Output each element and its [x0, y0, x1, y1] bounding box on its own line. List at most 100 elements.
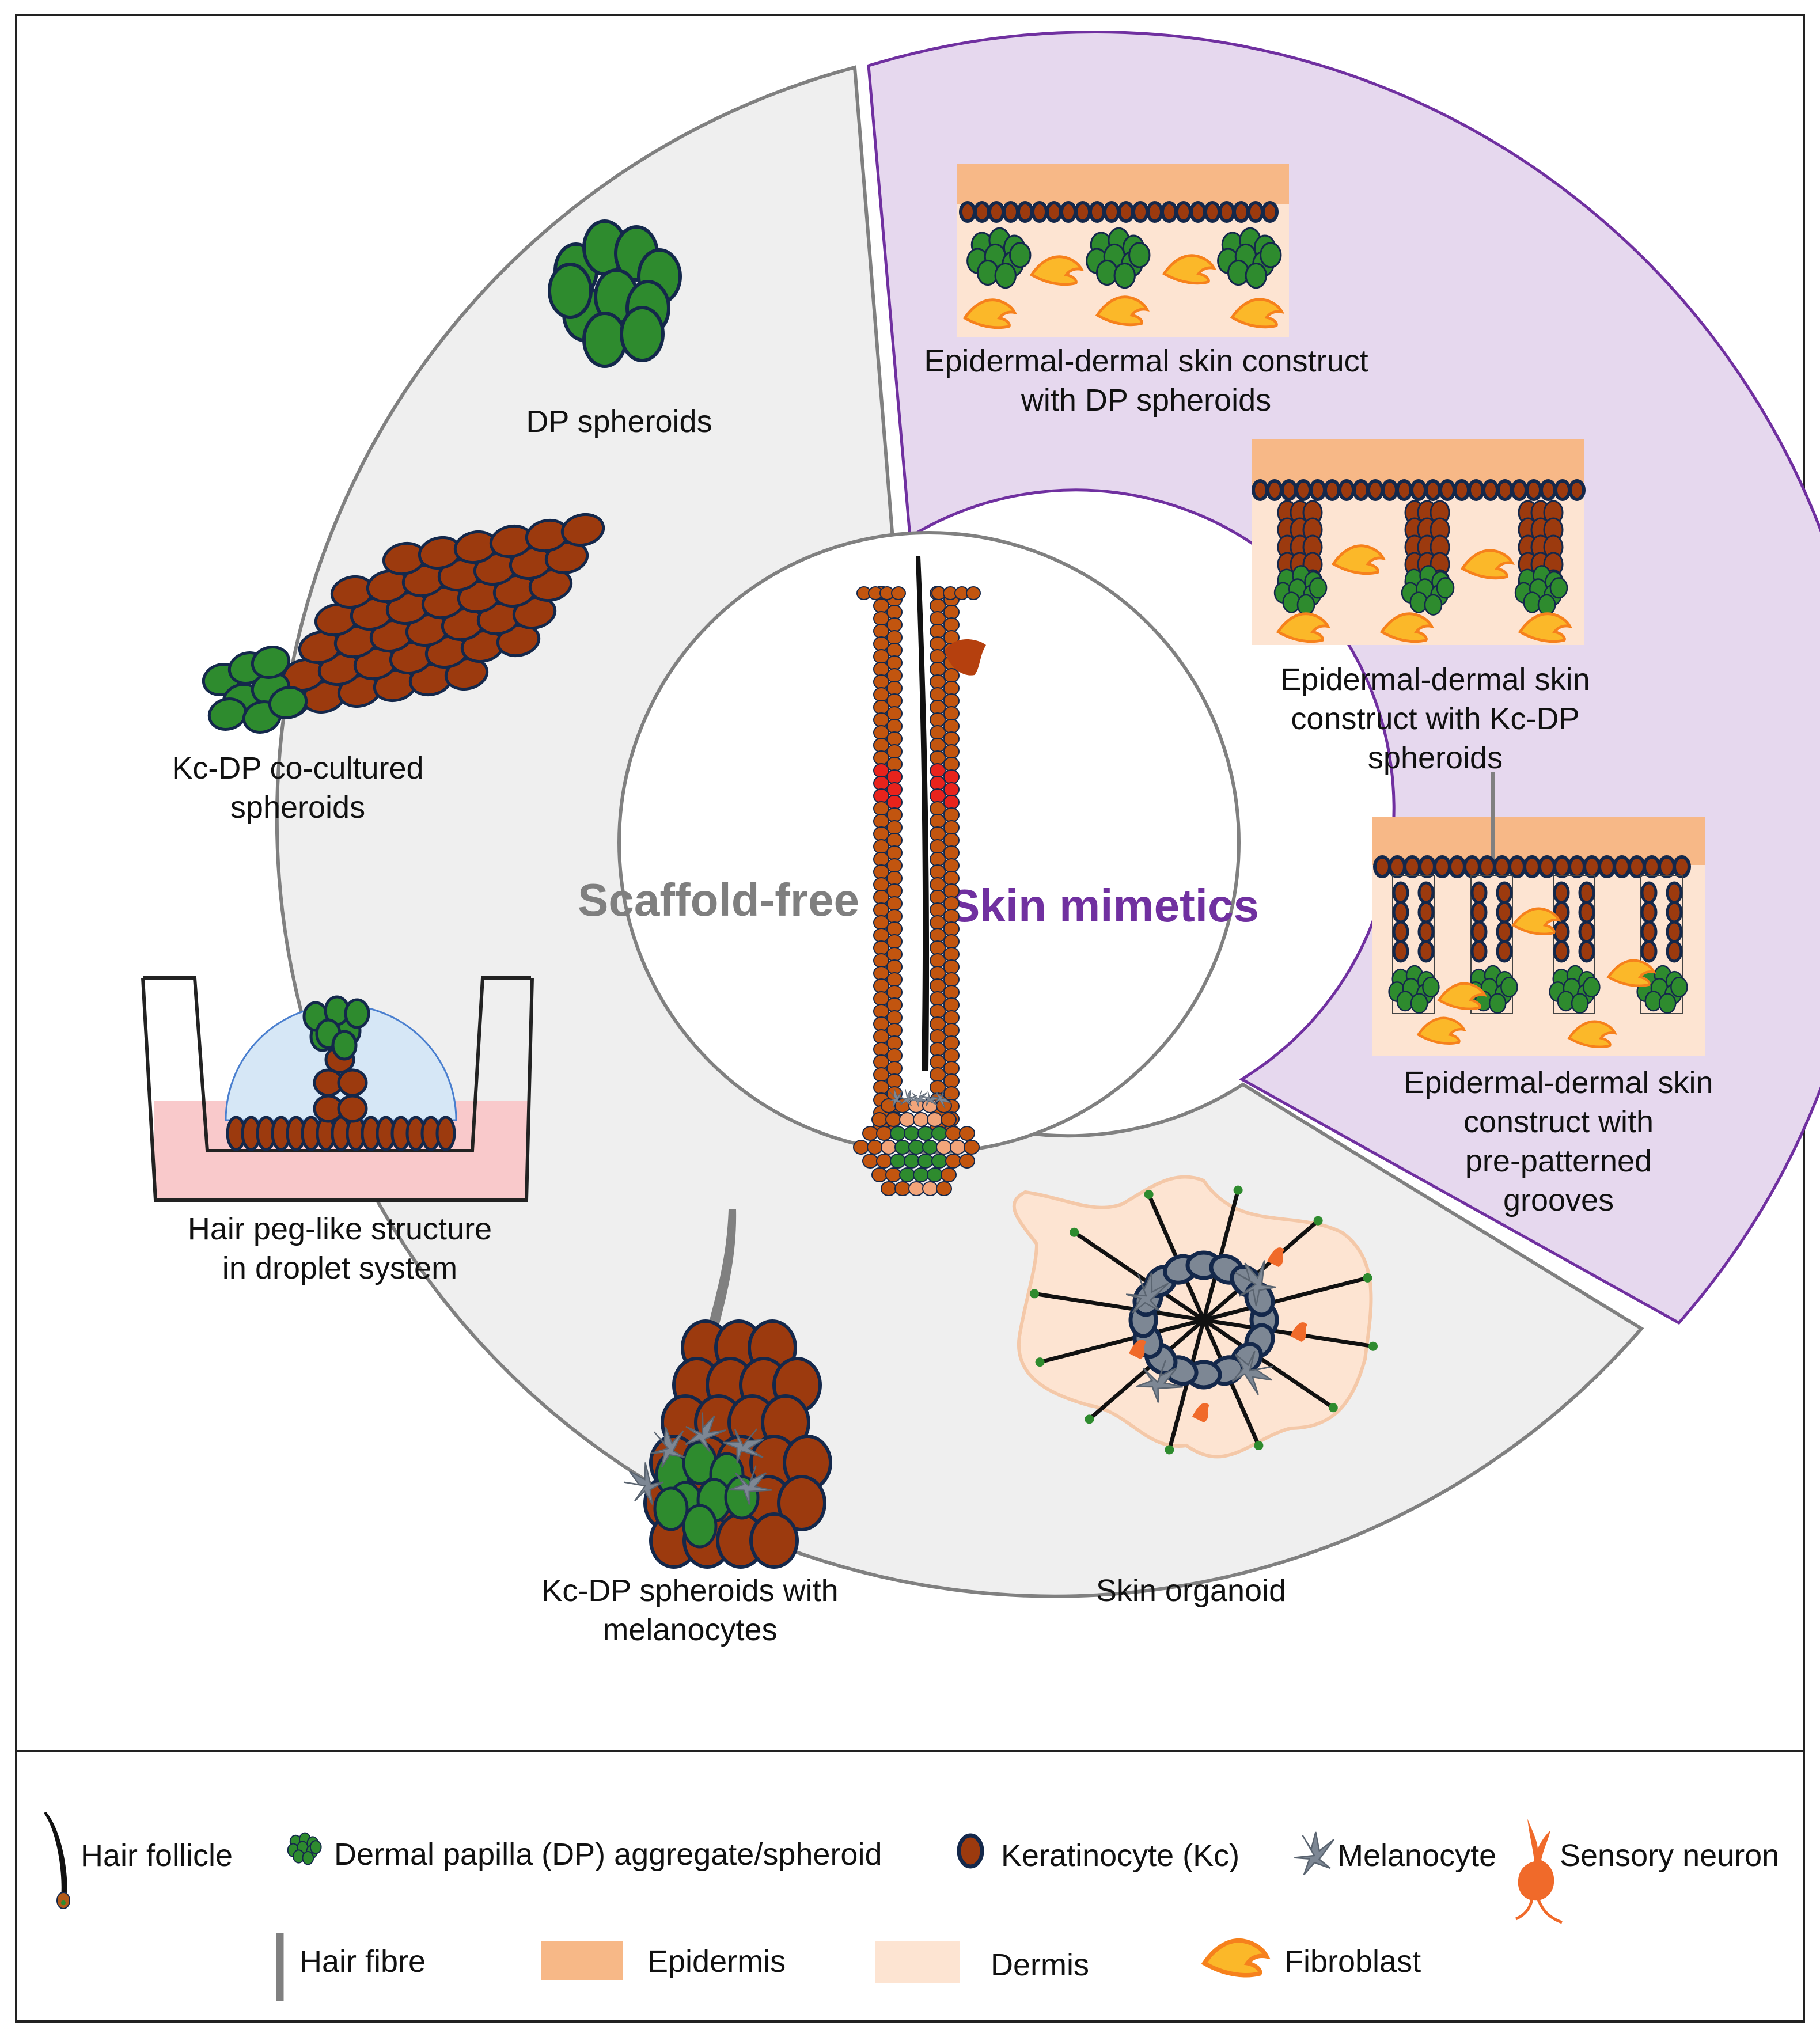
construct2-keratinocyte	[1424, 479, 1442, 501]
follicle-cell-left-inner	[886, 820, 903, 835]
kc-dp-dp-cell	[268, 686, 308, 719]
construct3-keratinocyte	[1448, 855, 1466, 878]
follicle-bulb-cell	[862, 1154, 878, 1169]
construct-grooves-illustration	[1372, 772, 1705, 1056]
follicle-cell-right	[943, 858, 960, 873]
construct3-dp-spheroid-cell	[1571, 993, 1589, 1014]
follicle-cell-left	[873, 649, 889, 664]
follicle-cell-left-inner	[886, 807, 903, 822]
construct1-dp-spheroid-cell	[1245, 262, 1267, 289]
follicle-cell-left	[873, 750, 889, 765]
legend-dp-cell-cell	[302, 1851, 314, 1865]
follicle-cell-right	[943, 1010, 960, 1025]
follicle-cell-left-inner	[886, 744, 903, 759]
organoid-dp-tip	[1035, 1357, 1045, 1367]
legend: Hair follicle Dermal papilla (DP) aggreg…	[44, 1812, 1779, 2001]
follicle-cell-right-inner	[930, 978, 946, 993]
organoid-melanocyte	[1234, 1260, 1276, 1307]
follicle-cell-left	[873, 738, 889, 753]
follicle-cell-right	[943, 833, 960, 848]
construct2-keratinocyte	[1396, 479, 1413, 501]
organoid-melanocyte-body	[1136, 1360, 1183, 1403]
construct1-keratinocyte	[1161, 201, 1178, 223]
construct1-dp-spheroid-cell	[1260, 242, 1282, 268]
construct3-groove-keratinocyte	[1496, 920, 1513, 943]
organoid-dp-tip	[1328, 1403, 1338, 1413]
construct3-groove-keratinocyte	[1392, 901, 1409, 924]
follicle-bulb-cell	[853, 1140, 869, 1155]
construct3-keratinocyte	[1628, 855, 1646, 878]
construct1-keratinocyte	[1146, 201, 1163, 223]
legend-dp-label: Dermal papilla (DP) aggregate/spheroid	[334, 1837, 882, 1872]
follicle-cell-left	[873, 814, 889, 829]
follicle-dp-cell	[931, 1154, 947, 1169]
follicle-cell-left	[873, 864, 889, 879]
hairpeg-base-keratinocyte	[435, 1116, 456, 1151]
follicle-cell-right-inner	[930, 953, 946, 968]
follicle-bulb-cell	[894, 1181, 911, 1196]
follicle-cell-right-inner	[930, 611, 946, 626]
construct-kc-dp-illustration	[1252, 439, 1586, 645]
construct2-dp-spheroid-cell	[1296, 594, 1315, 616]
legend-fibroblast-icon	[1204, 1941, 1267, 1975]
follicle-bulb-cell	[913, 1112, 929, 1127]
follicle-bulb-cell	[908, 1181, 924, 1196]
melsph-dp-cell	[653, 1486, 689, 1531]
legend-hair-follicle-label: Hair follicle	[81, 1838, 233, 1873]
construct2-keratinocyte	[1511, 479, 1528, 501]
construct1-keratinocyte	[1233, 201, 1250, 223]
construct-grooves-label-line1: Epidermal-dermal skin	[1404, 1065, 1713, 1100]
skin-mimetics-label: Skin mimetics	[949, 880, 1259, 931]
follicle-cell-left-inner	[886, 845, 903, 860]
organoid-hair-follicle	[1038, 1318, 1206, 1364]
construct3-groove-keratinocyte	[1470, 940, 1488, 963]
follicle-top-cell-right	[966, 586, 981, 600]
organoid-melanocyte-body	[1231, 1350, 1273, 1395]
construct3-keratinocyte	[1388, 855, 1406, 878]
follicle-cell-left-inner	[886, 782, 903, 797]
follicle-cell-left-inner	[886, 883, 903, 898]
organoid-neuron	[1129, 1340, 1146, 1359]
follicle-cell-left-inner	[886, 681, 903, 696]
follicle-cell-left-inner	[886, 985, 903, 1000]
construct3-groove-keratinocyte	[1578, 901, 1595, 924]
construct3-keratinocyte	[1418, 855, 1436, 878]
construct2-keratinocyte	[1352, 479, 1370, 501]
follicle-dp-cell	[894, 1140, 911, 1155]
construct-kc-dp-label-line3: spheroids	[1368, 741, 1503, 775]
follicle-cell-right	[943, 1086, 960, 1101]
follicle-cell-left-inner	[886, 617, 903, 632]
legend-sensory-neuron-icon	[1515, 1819, 1563, 1924]
construct1-keratinocyte	[988, 201, 1005, 223]
construct3-groove-keratinocyte	[1392, 920, 1409, 943]
legend-dp-cell-cell	[309, 1840, 322, 1854]
follicle-cell-left	[873, 1067, 889, 1082]
follicle-cell-left	[873, 1029, 889, 1044]
construct-dp-illustration	[957, 164, 1289, 337]
melsph-melanocyte	[650, 1427, 685, 1468]
follicle-cell-left-inner	[886, 1010, 903, 1025]
follicle-cell-right-inner	[930, 915, 946, 930]
hair-peg-label-line2: in droplet system	[222, 1251, 457, 1285]
legend-melanocyte-label: Melanocyte	[1337, 1838, 1496, 1873]
follicle-bulb-cell	[881, 1140, 897, 1155]
follicle-cell-left-inner	[886, 693, 903, 708]
construct3-keratinocyte	[1568, 855, 1586, 878]
follicle-bulb-cell	[936, 1181, 952, 1196]
construct3-groove-keratinocyte	[1578, 940, 1595, 963]
follicle-cell-left	[873, 662, 889, 677]
construct2-keratinocyte	[1439, 479, 1456, 501]
follicle-cell-right	[943, 681, 960, 696]
follicle-bulb-cell	[876, 1154, 892, 1169]
organoid-dp-tip	[1363, 1273, 1372, 1283]
follicle-cell-right-inner	[930, 1054, 946, 1069]
follicle-cell-left-inner	[886, 833, 903, 848]
organoid-neuron	[1192, 1403, 1209, 1422]
follicle-bulb-cell	[945, 1154, 961, 1169]
follicle-dp-cell	[908, 1140, 924, 1155]
melsph-melanocyte-body	[685, 1412, 726, 1452]
legend-melanocyte-icon	[1294, 1831, 1335, 1876]
construct3-dp-spheroid-cell	[1488, 993, 1507, 1014]
follicle-cell-right	[943, 972, 960, 987]
construct1-keratinocyte	[1017, 201, 1034, 223]
